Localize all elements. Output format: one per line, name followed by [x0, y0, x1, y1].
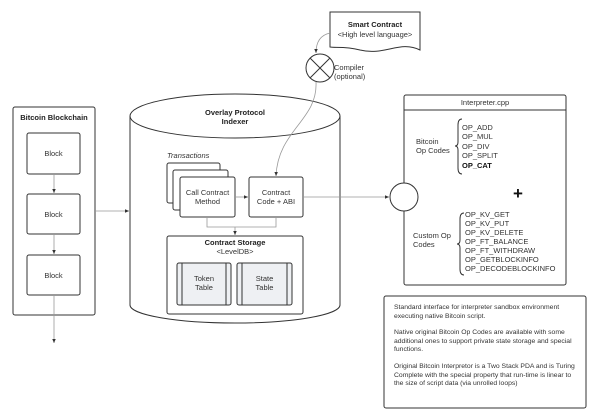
block-3 [26, 254, 81, 296]
compiler-label: (optional) [334, 72, 366, 81]
bitcoin-opcodes-list: OP_ADD OP_MUL OP_DIV OP_SPLIT OP_CAT [462, 123, 498, 170]
bitcoin-opcodes-label: Bitcoin [416, 137, 439, 146]
interpreter-title: Interpreter.cpp [460, 98, 510, 107]
token-table-label: Table [195, 283, 213, 292]
note-text: Standard interface for interpreter sandb… [394, 304, 580, 397]
indexer-title-2: Indexer [221, 117, 249, 126]
storage-title: Contract Storage [204, 238, 266, 247]
token-table-label: Token [193, 274, 214, 283]
custom-opcodes-list: OP_KV_GET OP_KV_PUT OP_KV_DELETE OP_FT_B… [465, 210, 555, 273]
smart-contract-title: Smart Contract [347, 20, 403, 29]
compiler-label: Compiler [334, 63, 365, 72]
opcode: OP_GETBLOCKINFO [465, 255, 539, 264]
opcode: OP_CAT [462, 160, 492, 170]
note-box [383, 295, 587, 409]
storage-subtitle: <LevelDB> [216, 247, 254, 256]
token-table [176, 262, 232, 306]
note-paragraph: Native original Bitcoin Op Codes are ava… [394, 329, 572, 354]
plus-icon: + [513, 184, 523, 203]
opcode: OP_FT_BALANCE [465, 237, 529, 246]
custom-brace [456, 212, 465, 276]
bitcoin-opcodes-label: Op Codes [416, 146, 450, 155]
state-table-label: State [255, 274, 274, 283]
indexer-title-1: Overlay Protocol [204, 108, 266, 117]
note-paragraph: Standard interface for interpreter sandb… [394, 304, 560, 320]
opcode: OP_ADD [462, 123, 493, 132]
block-label: Block [44, 210, 63, 219]
opcode: OP_MUL [462, 132, 493, 142]
block-1 [26, 132, 81, 175]
opcode: OP_DIV [462, 141, 490, 151]
state-table [236, 262, 293, 306]
call-contract-label: Call Contract [185, 188, 230, 197]
cylinder [129, 116, 341, 324]
smart-contract-doc [329, 11, 421, 52]
interface-circle [389, 182, 419, 212]
block-label: Block [44, 271, 63, 280]
call-contract-label: Method [194, 197, 221, 206]
opcode: OP_DECODEBLOCKINFO [465, 264, 556, 273]
block-label: Block [44, 149, 63, 158]
opcode: OP_KV_PUT [465, 219, 510, 228]
cylinder-top [129, 93, 341, 139]
bitcoin-brace [454, 118, 463, 175]
contract-code-label: Contract [261, 188, 291, 197]
block-2 [26, 193, 81, 235]
contract-code-label: Code + ABI [256, 197, 296, 206]
smart-contract-subtitle: <High level language> [337, 30, 413, 39]
blockchain-title: Bitcoin Blockchain [20, 113, 88, 122]
note-paragraph: Original Bitcoin Interpretor is a Two St… [394, 362, 575, 388]
custom-opcodes-label: Custom Op [413, 231, 451, 240]
transactions-label: Transactions [167, 151, 210, 160]
custom-opcodes-label: Codes [413, 240, 435, 249]
state-table-label: Table [255, 283, 274, 292]
compiler-icon [305, 53, 335, 83]
opcode: OP_KV_DELETE [465, 228, 524, 237]
opcode: OP_FT_WITHDRAW [465, 246, 536, 255]
opcode: OP_SPLIT [462, 151, 498, 161]
opcode: OP_KV_GET [465, 210, 510, 219]
